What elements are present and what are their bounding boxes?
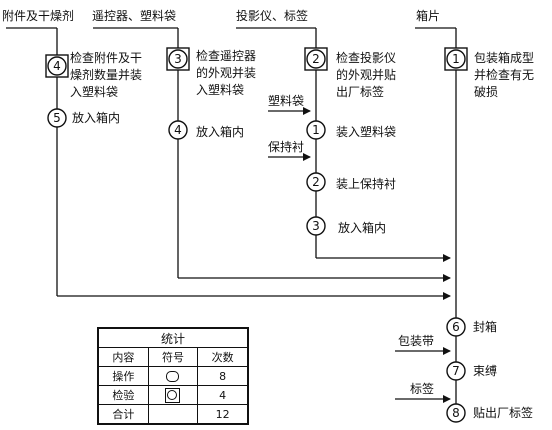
sub-step-1-description: 装入塑料袋 [336,125,397,139]
step-number: 8 [452,406,460,420]
stats-header-content: 内容 [98,347,149,367]
operation-symbol [446,403,466,423]
step-number: 2 [312,175,320,189]
step-8-description: 贴出厂标签 [473,406,534,420]
stats-row-label: 操作 [98,366,149,386]
sub-step-3-description: 放入箱内 [338,221,387,235]
statistics-table: 统计 内容 符号 次数 操作 8 检验 4 合计 12 [97,327,249,425]
input-strap: 包装带 [398,334,435,348]
step-number: 3 [312,219,320,233]
input-label: 标签 [410,382,435,396]
input-accessories: 附件及干燥剂 [2,9,75,23]
stats-row-count: 8 [197,366,248,386]
input-remote: 遥控器、塑料袋 [92,9,177,23]
stats-header-count: 次数 [197,347,248,367]
stats-row-count: 12 [197,404,248,424]
step-number: 5 [53,111,61,125]
stats-row-symbol [147,385,199,405]
step-6-description: 封箱 [473,320,498,334]
inspection-symbol [47,56,67,76]
step-number: 4 [174,123,182,137]
step-number: 7 [452,364,460,378]
inspection-symbol [168,49,188,69]
sub-step-2-description: 装上保持衬 [336,177,397,191]
inspection-symbol [306,49,326,69]
operation-symbol [446,317,466,337]
step-4-description: 检查附件及干 燥剂数量并装 入塑料袋 [70,51,143,99]
input-projector: 投影仪、标签 [236,9,309,23]
accessory-boxing-description: 放入箱内 [72,111,121,125]
operation-symbol [446,361,466,381]
input-liner: 保持衬 [268,140,305,154]
operation-symbol [306,216,326,236]
remote-boxing-description: 放入箱内 [196,125,245,139]
step-number: 3 [174,52,182,66]
step-number: 1 [452,52,460,66]
stats-row-symbol [147,404,199,424]
operation-symbol [168,120,188,140]
stats-row-symbol [147,366,199,386]
operation-symbol [306,172,326,192]
step-number: 6 [452,320,460,334]
stats-title: 统计 [98,328,248,348]
step-1-description: 包装箱成型 并检查有无 破损 [474,51,535,99]
step-3-description: 检查遥控器 的外观并装 入塑料袋 [196,49,257,97]
stats-row-count: 4 [197,385,248,405]
step-number: 1 [312,123,320,137]
step-number: 2 [312,52,320,66]
operation-symbol-icon [166,371,180,382]
stats-row-label: 合计 [98,404,149,424]
inspection-symbol-icon [165,387,181,403]
operation-symbol [47,108,67,128]
step-number: 4 [53,59,61,73]
stats-row-label: 检验 [98,385,149,405]
stats-header-symbol: 符号 [147,347,199,367]
step-2-description: 检查投影仪 的外观并贴 出厂标签 [336,51,397,99]
inspection-symbol [446,49,466,69]
input-box: 箱片 [416,9,441,23]
operation-symbol [306,120,326,140]
input-bag: 塑料袋 [268,94,305,108]
step-7-description: 束缚 [473,364,498,378]
